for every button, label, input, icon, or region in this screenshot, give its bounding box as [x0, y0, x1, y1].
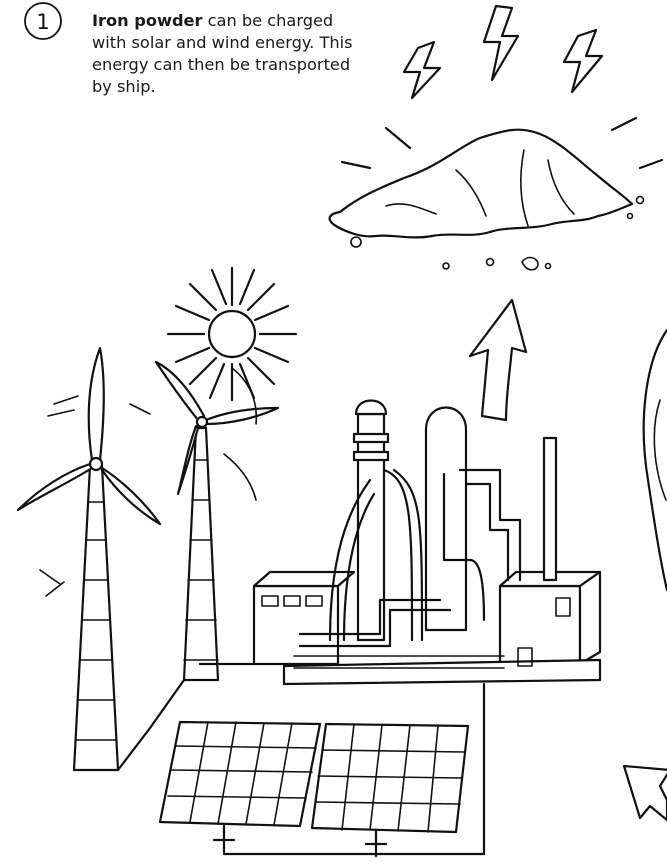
iron-powder-pile	[330, 130, 644, 270]
factory	[254, 401, 600, 685]
step-number: 1	[36, 10, 49, 34]
down-left-arrow-icon	[624, 766, 667, 820]
lightning-bolt-icon	[404, 42, 440, 98]
step-number-circle: 1	[22, 0, 64, 42]
solar-panel-right	[312, 724, 468, 856]
sun-icon	[168, 268, 296, 400]
lightning-bolt-icon	[484, 6, 518, 80]
solar-panel-left	[160, 722, 320, 852]
globe-edge	[644, 330, 667, 590]
step-caption: Iron powder can be charged with solar an…	[92, 10, 372, 98]
wind-turbine-left	[18, 348, 160, 770]
caption-highlight: Iron powder	[92, 11, 203, 30]
up-arrow-icon	[470, 300, 526, 420]
lightning-bolt-icon	[564, 30, 602, 92]
